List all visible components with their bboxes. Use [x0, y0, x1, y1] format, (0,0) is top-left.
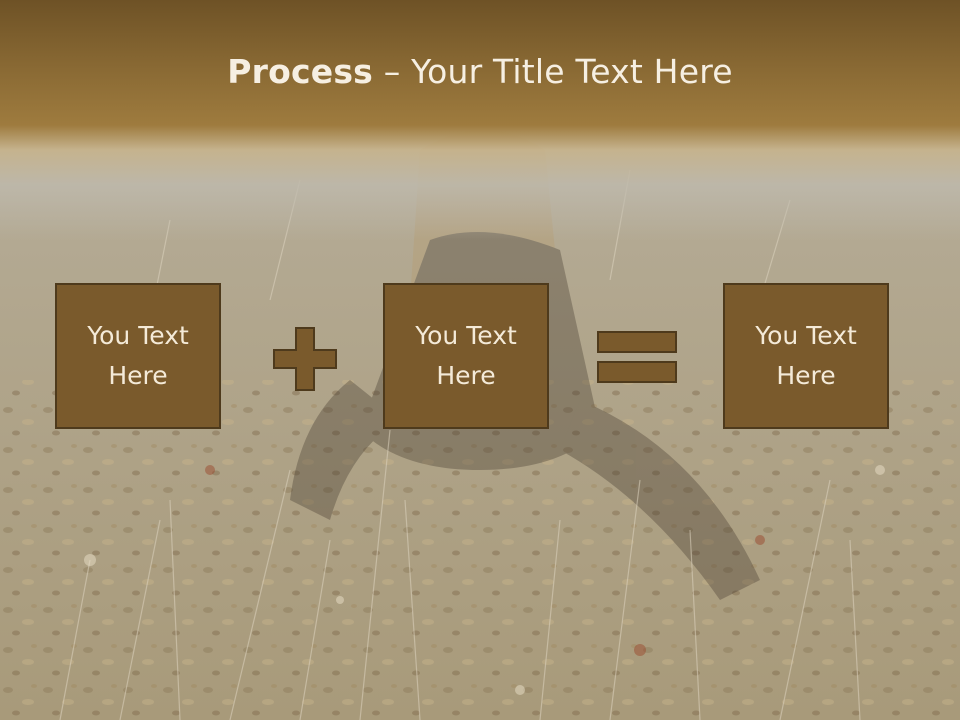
title-band — [0, 0, 960, 240]
title-rest: – Your Title Text Here — [373, 52, 733, 91]
title-bold-word: Process — [227, 52, 374, 91]
process-box-2-text: You Text Here — [415, 321, 517, 390]
process-box-1-text: You Text Here — [87, 321, 189, 390]
slide-title[interactable]: Process – Your Title Text Here — [0, 52, 960, 91]
process-box-3[interactable]: You Text Here — [723, 283, 889, 429]
equals-icon — [597, 331, 677, 385]
plus-icon — [273, 327, 337, 391]
process-box-1[interactable]: You Text Here — [55, 283, 221, 429]
process-box-2[interactable]: You Text Here — [383, 283, 549, 429]
process-box-3-text: You Text Here — [755, 321, 857, 390]
